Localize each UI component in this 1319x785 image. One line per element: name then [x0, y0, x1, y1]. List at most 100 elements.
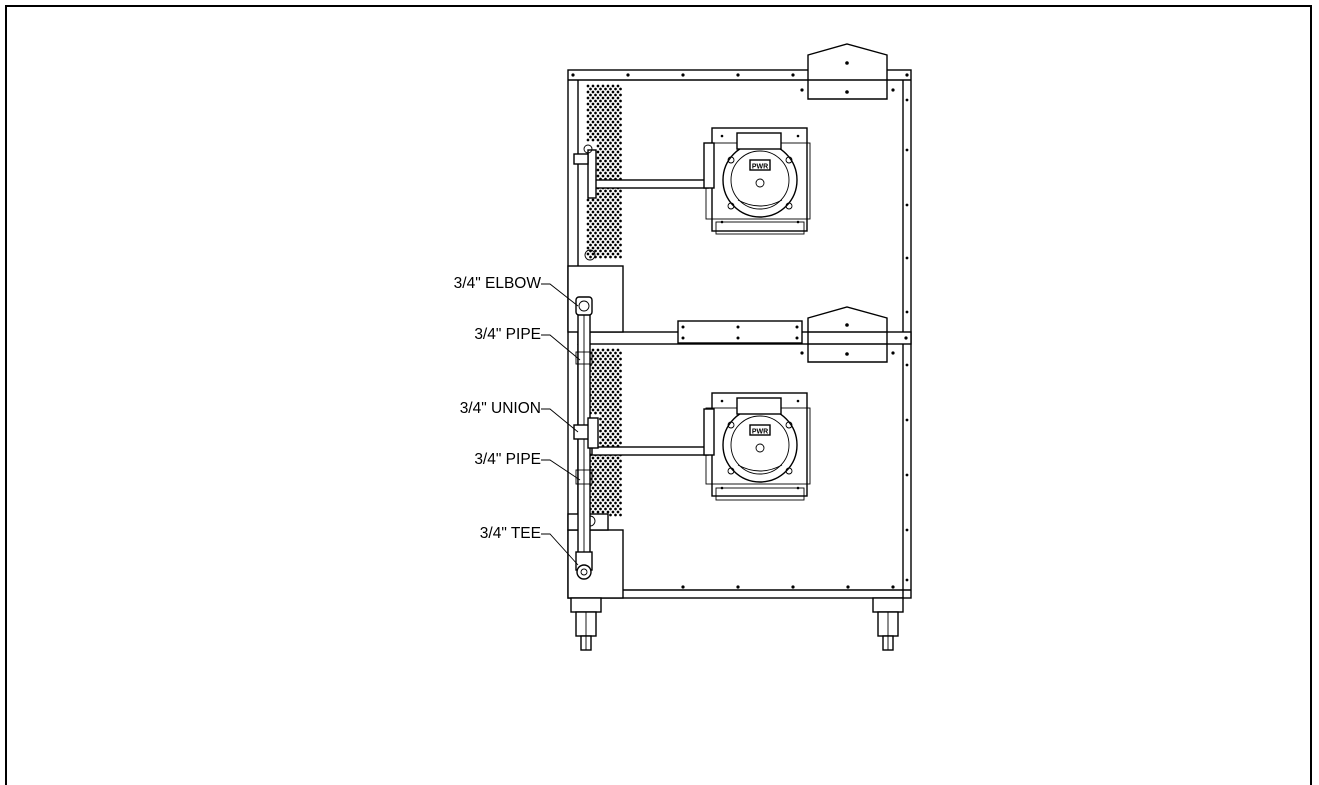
vent-hole: [606, 354, 610, 358]
vent-hole: [614, 111, 617, 115]
vent-hole: [616, 474, 620, 478]
vent-hole: [594, 249, 597, 253]
vent-hole: [589, 201, 592, 205]
vent-hole: [616, 234, 620, 238]
vent-hole: [594, 123, 597, 127]
vent-hole: [594, 117, 597, 121]
vent-hole: [599, 423, 602, 427]
vent-hole: [611, 468, 615, 472]
vent-hole: [619, 123, 622, 127]
vent-hole: [611, 132, 615, 136]
vent-hole: [601, 498, 605, 502]
vent-hole: [606, 408, 610, 412]
vent-hole: [619, 369, 622, 373]
vent-hole: [591, 366, 595, 370]
vent-hole: [619, 417, 622, 421]
vent-hole: [609, 117, 612, 121]
vent-hole: [616, 198, 620, 202]
vent-hole: [606, 168, 610, 172]
vent-hole: [591, 504, 595, 508]
vent-hole: [616, 216, 620, 220]
right-rail-rivets: [905, 98, 909, 582]
vent-hole: [611, 360, 615, 364]
vent-hole: [611, 162, 615, 166]
vent-hole: [604, 393, 607, 397]
vent-hole: [609, 435, 612, 439]
vent-hole: [596, 192, 600, 196]
vent-hole: [604, 141, 607, 145]
vent-hole: [609, 459, 612, 463]
vent-hole: [596, 144, 600, 148]
vent-hole: [609, 501, 612, 505]
vent-hole: [619, 93, 622, 97]
vent-hole: [591, 126, 595, 130]
vent-hole: [616, 120, 620, 124]
vent-hole: [606, 198, 610, 202]
vent-hole: [609, 351, 612, 355]
vent-hole: [591, 96, 595, 100]
vent-hole: [601, 438, 605, 442]
vent-hole: [609, 375, 612, 379]
vent-hole: [609, 489, 612, 493]
vent-hole: [606, 402, 610, 406]
vent-hole: [599, 129, 602, 133]
vent-hole: [601, 126, 605, 130]
vent-hole: [596, 348, 600, 352]
vent-hole: [596, 504, 600, 508]
callout-elbow: 3/4" ELBOW: [454, 275, 579, 307]
vent-hole: [609, 201, 612, 205]
vent-hole: [614, 495, 617, 499]
vent-hole: [611, 216, 615, 220]
vent-hole: [591, 120, 595, 124]
vent-hole: [604, 99, 607, 103]
vent-hole: [619, 387, 622, 391]
vent-hole: [596, 114, 600, 118]
vent-hole: [601, 360, 605, 364]
vent-hole: [616, 360, 620, 364]
callout-pipe-upper: 3/4" PIPE: [474, 326, 581, 361]
vent-hole: [619, 141, 622, 145]
vent-hole: [604, 405, 607, 409]
vent-hole: [599, 387, 602, 391]
vent-hole: [599, 213, 602, 217]
vent-hole: [594, 387, 597, 391]
vent-hole: [594, 87, 597, 91]
vent-hole: [611, 366, 615, 370]
vent-hole: [616, 102, 620, 106]
vent-hole: [614, 87, 617, 91]
vent-hole: [586, 108, 590, 112]
vent-hole: [601, 348, 605, 352]
vent-hole: [611, 222, 615, 226]
vent-hole: [601, 402, 605, 406]
vent-hole: [604, 363, 607, 367]
vent-hole: [596, 156, 600, 160]
top-rail-rivets: [571, 73, 909, 77]
vent-hole: [601, 456, 605, 460]
vent-hole: [591, 204, 595, 208]
vent-hole: [614, 243, 617, 247]
vent-hole: [619, 219, 622, 223]
vent-hole: [614, 375, 617, 379]
vent-hole: [609, 225, 612, 229]
vent-hole: [601, 120, 605, 124]
vent-hole: [614, 423, 617, 427]
vent-hole: [594, 369, 597, 373]
middle-rail: [577, 306, 912, 363]
vent-hole: [599, 411, 602, 415]
vent-hole: [614, 507, 617, 511]
vent-hole: [609, 213, 612, 217]
vent-hole: [619, 471, 622, 475]
vent-hole: [611, 204, 615, 208]
vent-hole: [619, 213, 622, 217]
vent-hole: [619, 159, 622, 163]
vent-hole: [596, 246, 600, 250]
vent-hole: [596, 456, 600, 460]
vent-hole: [591, 372, 595, 376]
vent-hole: [591, 216, 595, 220]
vent-hole: [591, 390, 595, 394]
vent-hole: [591, 246, 595, 250]
vent-hole: [609, 471, 612, 475]
vent-hole: [609, 237, 612, 241]
vent-hole: [616, 402, 620, 406]
vent-hole: [611, 156, 615, 160]
